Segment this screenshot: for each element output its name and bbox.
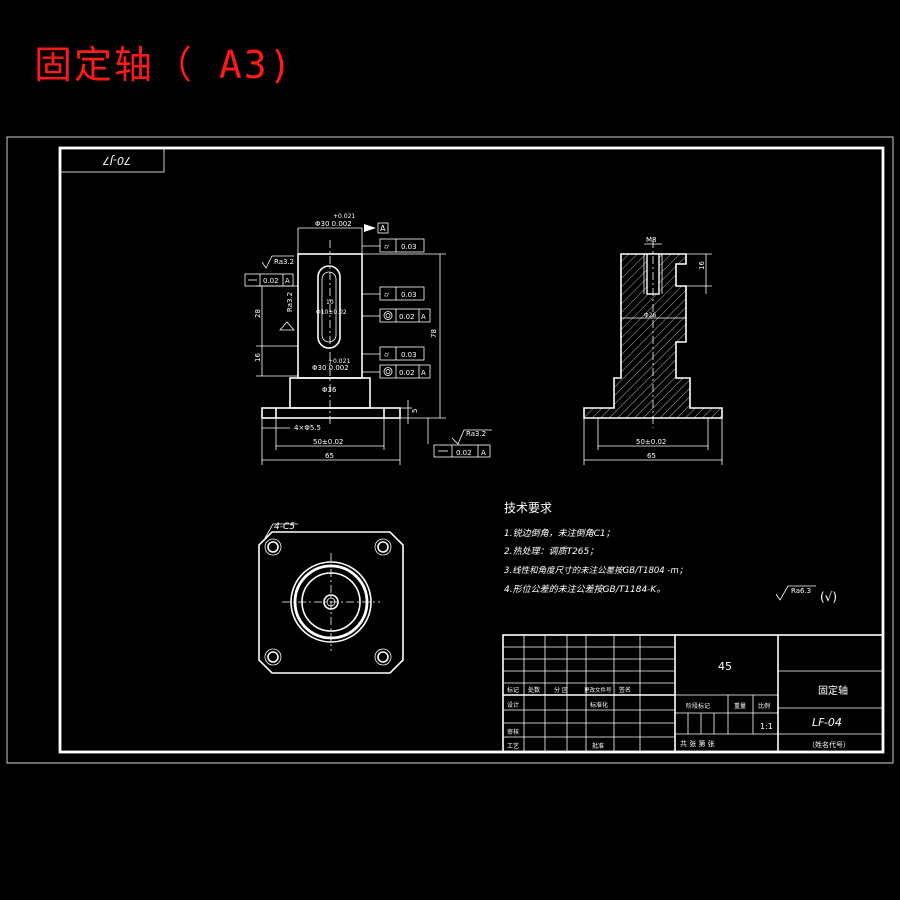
section-span-50: 50±0.02 <box>636 438 666 446</box>
gdt-value-2: 0.03 <box>401 291 417 299</box>
plan-label: 4-C5 <box>274 522 295 532</box>
section-diam: Φ26 <box>644 312 657 319</box>
mid-tol: +0.021 <box>328 358 350 365</box>
svg-text:⌭: ⌭ <box>384 243 389 251</box>
flat-bottom: 0.02 <box>456 449 472 457</box>
gdt-frame-5: 0.02 A <box>379 364 431 379</box>
span-50: 50±0.02 <box>313 438 343 446</box>
mid-diam: Φ30 0.002 <box>312 364 349 372</box>
slot-w: 10 <box>326 299 334 306</box>
tb-scale: 1:1 <box>760 722 773 731</box>
tb-row-label-3: 分 区 <box>554 686 568 694</box>
svg-text:⌭: ⌭ <box>384 291 389 299</box>
title-block: 标记 处数 分 区 更改文件号 签名 设计 标准化 审核 工艺 批准 45 固定… <box>502 634 884 753</box>
tb-left-label-4: 工艺 <box>507 742 519 750</box>
tb-part-name: 固定轴 <box>818 684 848 697</box>
datum-a: A <box>380 224 386 233</box>
gdt-value-5: 0.02 <box>399 369 415 377</box>
plan-view: 4-C5 <box>258 522 404 674</box>
width-65: 65 <box>325 452 334 460</box>
tb-scale-label: 比例 <box>758 702 770 710</box>
gdt-datum-3: A <box>421 313 426 321</box>
gdt-frame-3: 0.02 A <box>379 308 431 323</box>
outer-frame <box>6 136 894 764</box>
section-width-65: 65 <box>647 452 656 460</box>
code-box-text: 70-J7 <box>103 154 131 167</box>
roughness-value: Ra6.3 <box>791 587 811 595</box>
tech-item-3: 3.线性和角度尺寸的未注公差按GB/T1804 -m； <box>504 565 687 576</box>
tb-org: （姓名代号） <box>808 740 850 749</box>
tech-item-1: 1.锐边倒角，未注倒角C1； <box>504 528 615 539</box>
tb-row-label-4: 更改文件号 <box>584 686 612 694</box>
tech-requirements: 技术要求 1.锐边倒角，未注倒角C1； 2.热处理：调质T265； 3.线性和角… <box>504 501 837 604</box>
front-view: +0.021 Φ30 0.002 A Ra3.2 0.02 A 28 16 Ra… <box>244 213 492 465</box>
section-view: M8 16 Φ26 50±0.02 65 <box>583 236 723 465</box>
gdt-frame-2: ⌭ 0.03 <box>379 286 425 301</box>
dim-5: 5 <box>411 409 419 413</box>
holes-dim: 4×Φ5.5 <box>294 424 321 432</box>
roughness-suffix: (√) <box>820 590 837 604</box>
ra-vert: Ra3.2 <box>286 292 294 312</box>
dim-28: 28 <box>254 309 262 318</box>
gdt-frame-4: ⌭ 0.03 <box>379 346 425 361</box>
flat-left: 0.02 <box>263 277 279 285</box>
slot-tol: Φ10±0.02 <box>316 309 347 316</box>
tb-left-label-2: 标准化 <box>590 701 608 709</box>
tb-row-label-5: 签名 <box>619 686 631 694</box>
code-box <box>59 147 165 173</box>
tech-item-2: 2.热处理：调质T265； <box>504 546 598 557</box>
tb-stage-label: 阶段标记 <box>686 702 710 710</box>
tb-row-label-1: 标记 <box>507 686 519 694</box>
gdt-value-1: 0.03 <box>401 243 417 251</box>
page-title: 固定轴（ A3) <box>34 43 294 87</box>
flat-left-datum: A <box>285 277 290 285</box>
tech-heading: 技术要求 <box>504 501 552 515</box>
gdt-value-3: 0.02 <box>399 313 415 321</box>
ra-left: Ra3.2 <box>274 258 294 266</box>
flat-bottom-datum: A <box>481 449 486 457</box>
tb-left-label-3: 审核 <box>507 728 519 736</box>
section-16: 16 <box>698 261 706 270</box>
tb-material: 45 <box>718 660 732 673</box>
tb-row-label-2: 处数 <box>528 686 540 694</box>
gdt-frame-1: ⌭ 0.03 <box>379 238 425 253</box>
diam-36: Φ36 <box>322 386 337 394</box>
tech-item-4: 4.形位公差的未注公差按GB/T1184-K。 <box>504 584 665 595</box>
top-tol: +0.021 <box>333 213 355 220</box>
tb-sheets: 共 张 第 张 <box>680 739 715 748</box>
tb-left-label-1: 设计 <box>507 701 519 709</box>
section-m8: M8 <box>646 236 657 244</box>
tb-left-label-5: 批准 <box>592 742 604 750</box>
datum-triangle <box>364 224 376 232</box>
svg-text:⌭: ⌭ <box>384 351 389 359</box>
top-diam: Φ30 0.002 <box>315 220 352 228</box>
ra-bottom: Ra3.2 <box>466 430 486 438</box>
tb-drawing-no: LF-04 <box>812 716 842 729</box>
dim-16: 16 <box>254 353 262 362</box>
gdt-value-4: 0.03 <box>401 351 417 359</box>
inner-frame <box>58 146 885 754</box>
gdt-datum-5: A <box>421 369 426 377</box>
height-78: 78 <box>430 329 438 338</box>
tb-weight-label: 重量 <box>734 702 746 710</box>
